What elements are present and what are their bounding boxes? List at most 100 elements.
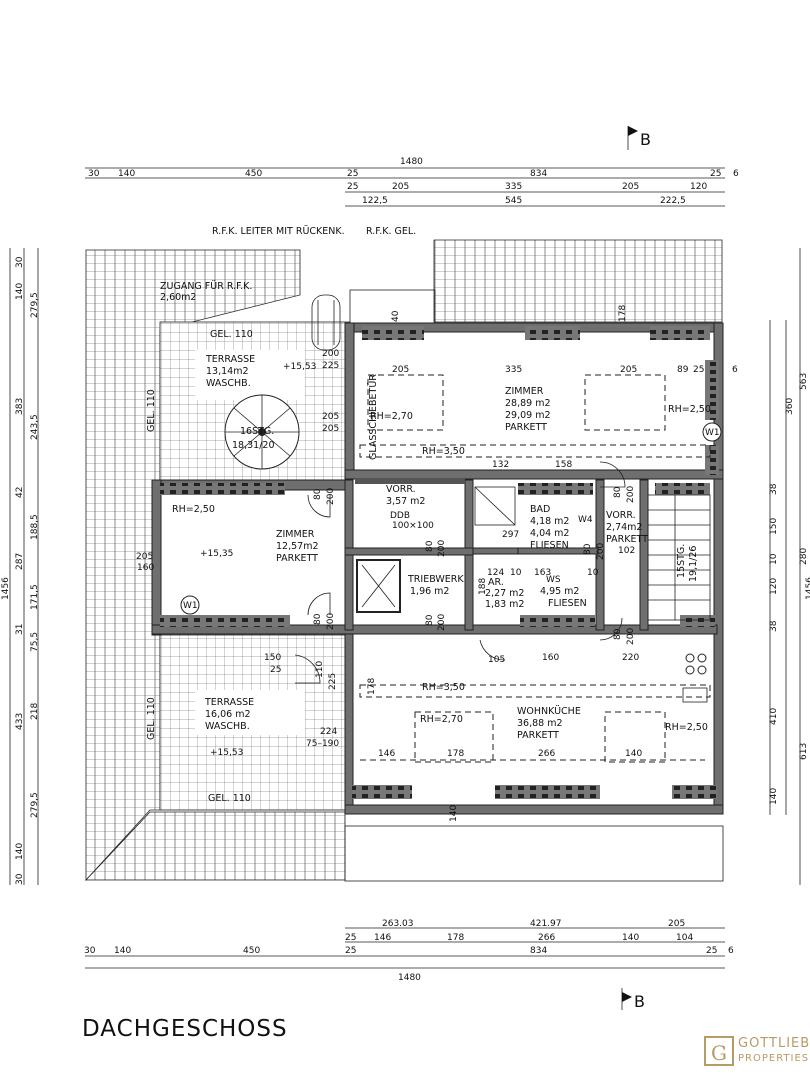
dim-inner-21: 140 — [625, 749, 642, 759]
dim-inner-18: 146 — [378, 749, 395, 759]
dim-top-2: 450 — [245, 169, 262, 179]
dim-top2-3: 205 — [622, 182, 639, 192]
section-mark-top: B — [640, 130, 651, 149]
dim-inner-50: 178 — [618, 305, 628, 322]
dim-inner-20: 266 — [538, 749, 555, 759]
shower-diagonal — [474, 486, 516, 526]
logo-line2: PROPERTIES — [738, 1053, 810, 1064]
ladder-note: R.F.K. LEITER MIT RÜCKENK. — [212, 226, 345, 237]
dim-right2-4: 120 — [769, 578, 779, 595]
ddb-size: 100×100 — [392, 521, 434, 531]
dim-right2-1: 38 — [769, 483, 779, 495]
roof-surfaces — [85, 239, 724, 882]
dim-right-0: 563 — [799, 373, 809, 390]
railing-bottom: GEL. 110 — [208, 793, 251, 804]
dim-bot2-3: 266 — [538, 933, 555, 943]
railing-left-lower: GEL. 110 — [146, 697, 157, 740]
height-zimmer1-right: RH=2,50 — [668, 404, 711, 415]
dim-inner-25: 75–190 — [306, 739, 339, 749]
zimmer1-floor: PARKETT — [505, 422, 547, 433]
dim-bot3-6: 6 — [728, 946, 734, 956]
dim-left-4: 287 — [15, 553, 25, 570]
vorr1-area: 3,57 m2 — [386, 496, 425, 507]
height-kueche-center: RH=3,50 — [422, 682, 465, 693]
height-kueche-right: RH=2,50 — [665, 722, 708, 733]
kueche-name: WOHNKÜCHE — [517, 706, 581, 717]
dim-inner-5: 6 — [732, 365, 738, 375]
section-mark-bottom: B — [634, 992, 645, 1011]
kueche-floor: PARKETT — [517, 730, 559, 741]
dim-bot3-3: 25 — [345, 946, 356, 956]
dim-inner-44: 225 — [328, 673, 338, 690]
sliding-door-note: GLASSCHIEBETÜR — [368, 374, 379, 460]
dim-inner-24: 224 — [320, 727, 337, 737]
dim-left-3: 42 — [15, 487, 25, 498]
dim-inner-1: 335 — [505, 365, 522, 375]
dim-bot3-4: 834 — [530, 946, 547, 956]
dim-left2-6: 279,5 — [30, 792, 40, 818]
dim-bot1-0: 263.03 — [382, 919, 414, 929]
dim-right2-5: 38 — [769, 620, 779, 632]
dim-right2-2: 150 — [769, 518, 779, 535]
dim-inner-42: 200 — [626, 628, 636, 645]
zimmer1-area2: 29,09 m2 — [505, 410, 551, 421]
dim-inner-17: 220 — [622, 653, 639, 663]
dim-inner-38: 200 — [626, 486, 636, 503]
dim-left-6: 433 — [15, 713, 25, 730]
dim-inner-41: 80 — [613, 628, 623, 640]
dim-inner-34: 200 — [437, 540, 447, 557]
dim-bot3-1: 140 — [114, 946, 131, 956]
company-logo: G GOTTLIEB PROPERTIES — [704, 1034, 809, 1070]
dim-inner-14: 188 — [478, 578, 488, 595]
access-note-1: ZUGANG FÜR R.F.K. — [160, 281, 252, 292]
shower — [474, 486, 516, 526]
dim-top-3: 25 — [347, 169, 358, 179]
wc-floor: FLIESEN — [548, 598, 587, 609]
zimmer1-name: ZIMMER — [505, 386, 544, 397]
height-zimmer2: RH=2,50 — [172, 504, 215, 515]
dim-top-4: 834 — [530, 169, 547, 179]
vorr2-area: 2,74m2 — [606, 522, 642, 533]
door-swings — [294, 461, 626, 684]
terrace-upper-area: 13,14m2 — [206, 366, 249, 377]
dim-inner-3: 89 — [677, 365, 689, 375]
dim-top2-0: 25 — [347, 182, 358, 192]
window-marker-circle-2 — [180, 595, 200, 615]
dim-inner-47: 205 — [322, 412, 339, 422]
dim-left-5: 31 — [15, 624, 25, 635]
triebwerk-area: 1,96 m2 — [410, 586, 449, 597]
dim-top-total: 1480 — [400, 157, 423, 167]
ws-label: WS — [546, 575, 561, 585]
dim-left2-4: 75,5 — [30, 632, 40, 652]
window-marker-w4: W4 — [578, 515, 593, 525]
bad-area: 4,18 m2 — [530, 516, 569, 527]
dim-inner-4: 25 — [693, 365, 704, 375]
dim-inner-15: 105 — [488, 655, 505, 665]
dim-bot2-0: 25 — [345, 933, 356, 943]
dim-inner-37: 80 — [613, 486, 623, 498]
dim-inner-46: 225 — [322, 361, 339, 371]
dim-bot3-5: 25 — [706, 946, 717, 956]
terrace-upper-name: TERRASSE — [205, 354, 255, 365]
dim-top2-1: 205 — [392, 182, 409, 192]
ar-area: 2,27 m2 — [485, 588, 524, 599]
dim-inner-9: 102 — [618, 546, 635, 556]
dim-inner-0: 205 — [392, 365, 409, 375]
bad-area2: 4,04 m2 — [530, 528, 569, 539]
dim-inner-8: 297 — [502, 530, 519, 540]
terrace-lower-area: 16,06 m2 — [205, 709, 251, 720]
floor-title: DACHGESCHOSS — [82, 1016, 288, 1042]
terrace-upper-label-bg — [195, 350, 305, 400]
dim-left2-2: 188,5 — [30, 514, 40, 540]
zimmer2-area: 12,57m2 — [276, 541, 319, 552]
dim-left2-0: 279,5 — [30, 292, 40, 318]
logo-line1: GOTTLIEB — [738, 1036, 810, 1051]
height-zimmer1-left: RH=2,70 — [370, 411, 413, 422]
terrace-lower-floor: WASCHB. — [205, 721, 250, 732]
access-note-2: 2,60m2 — [160, 292, 196, 303]
vorr1-name: VORR. — [386, 484, 416, 495]
dim-right-2: 613 — [799, 743, 809, 760]
windows — [160, 326, 719, 799]
dim-top3-2: 222,5 — [660, 196, 686, 206]
